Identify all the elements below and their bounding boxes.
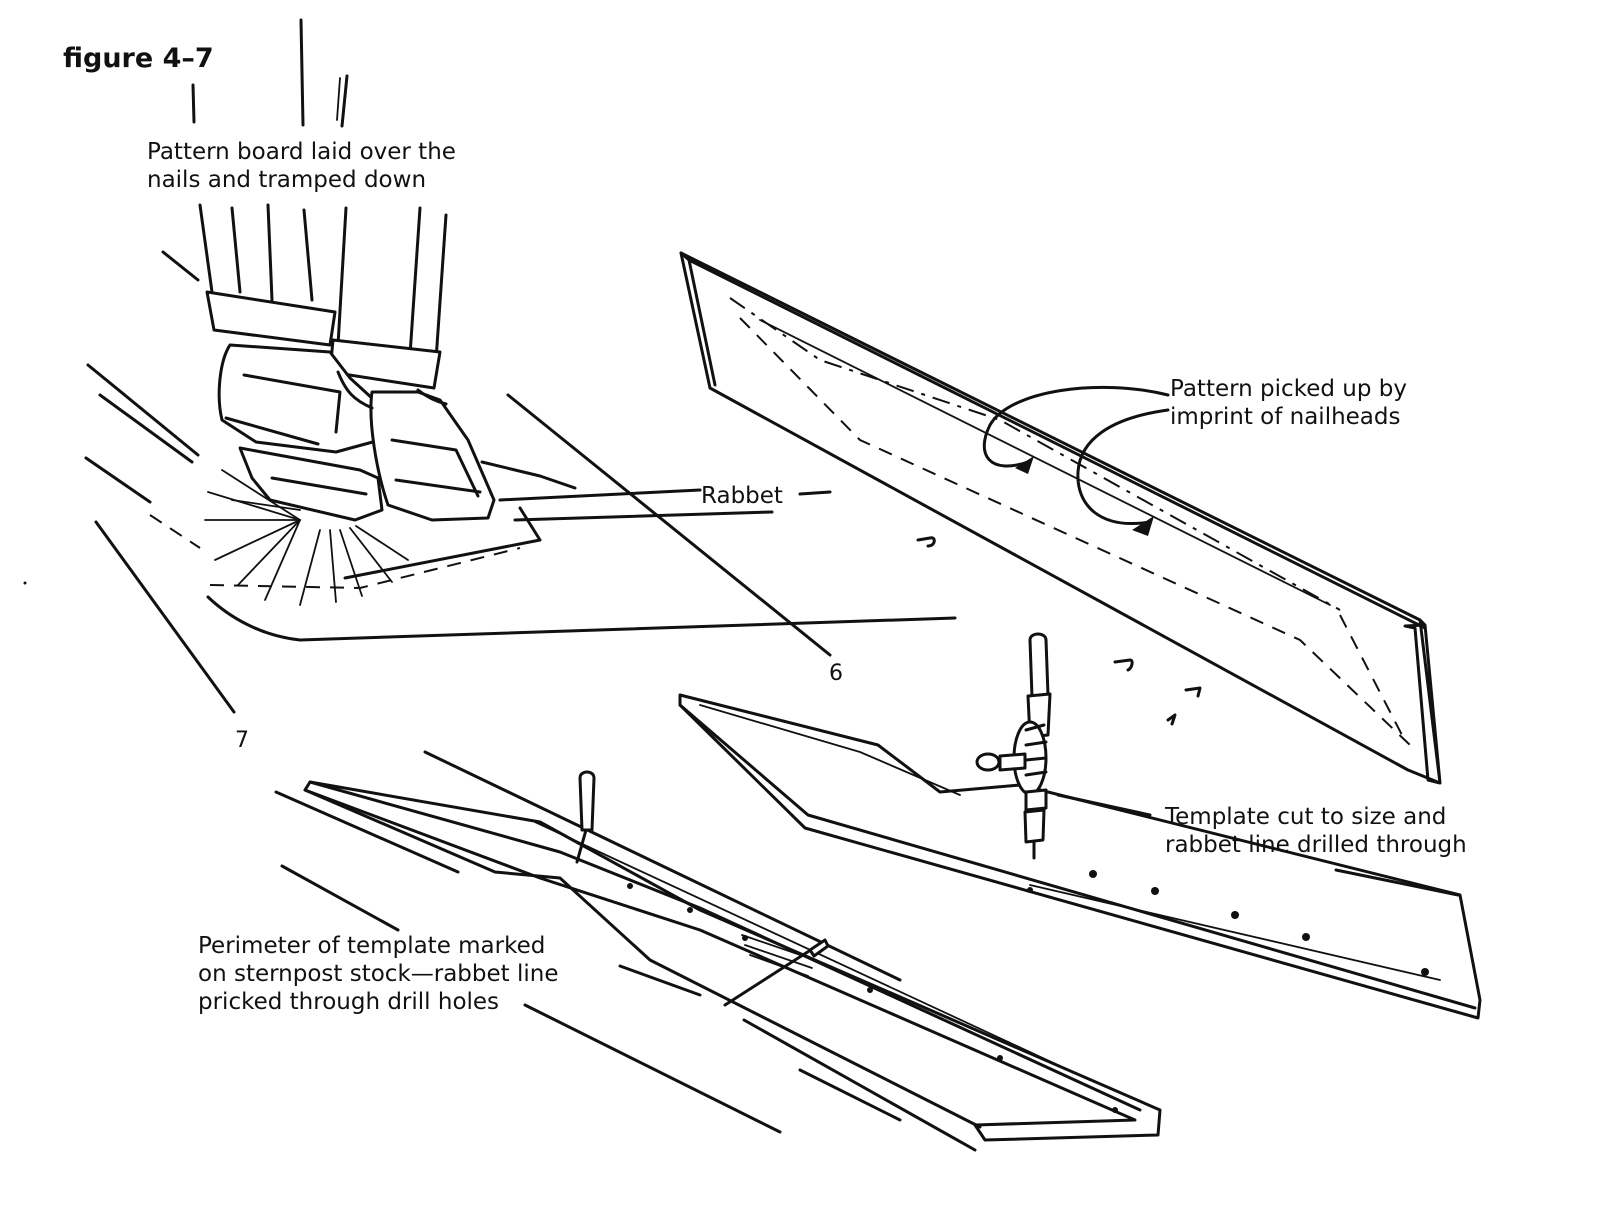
pattern-board-drawing	[84, 363, 957, 714]
label-rabbet: Rabbet	[701, 483, 783, 509]
sternpost-stock-drawing	[274, 750, 1162, 1152]
template-with-drill-drawing	[678, 632, 1482, 1020]
station-label-7: 7	[235, 728, 249, 753]
label-perimeter: Perimeter of template marked on sternpos…	[198, 933, 559, 1015]
label-template-cut: Template cut to size and rabbet line dri…	[1165, 804, 1467, 858]
figure-title: figure 4–7	[63, 43, 214, 74]
station-label-6: 6	[829, 661, 843, 686]
picked-up-pattern-drawing	[23, 251, 1442, 785]
legs-and-shoes-drawing	[161, 18, 496, 522]
label-pattern-picked-up: Pattern picked up by imprint of nailhead…	[1170, 376, 1407, 430]
label-pattern-board: Pattern board laid over the nails and tr…	[147, 139, 456, 193]
